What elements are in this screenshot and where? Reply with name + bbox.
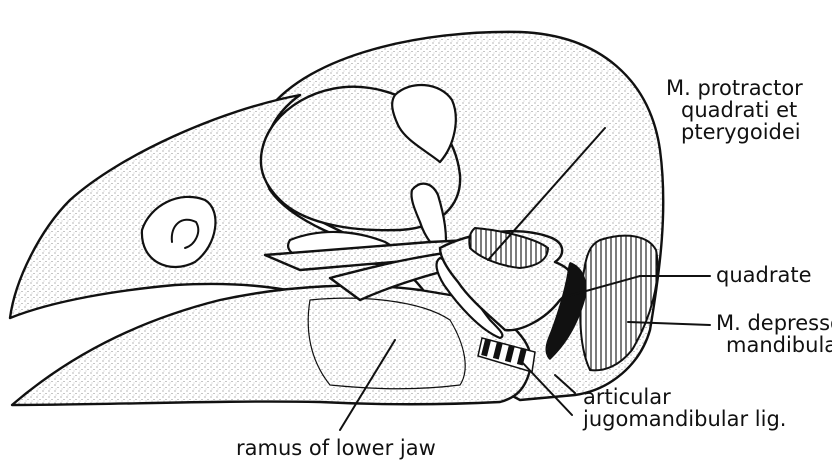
- label-articular: articular: [583, 385, 671, 409]
- label-protractor-1: M. protractor: [666, 76, 803, 100]
- label-depressor-1: M. depressor: [716, 311, 832, 335]
- label-jugomandibular: jugomandibular lig.: [582, 407, 786, 431]
- label-protractor-2: quadrati et: [681, 98, 797, 122]
- label-protractor-3: pterygoidei: [681, 120, 801, 144]
- label-ramus: ramus of lower jaw: [236, 436, 436, 460]
- depressor-muscle: [580, 236, 657, 371]
- lower-jaw: [12, 286, 531, 405]
- label-depressor-2: mandibulae: [726, 333, 832, 357]
- label-quadrate: quadrate: [716, 263, 812, 287]
